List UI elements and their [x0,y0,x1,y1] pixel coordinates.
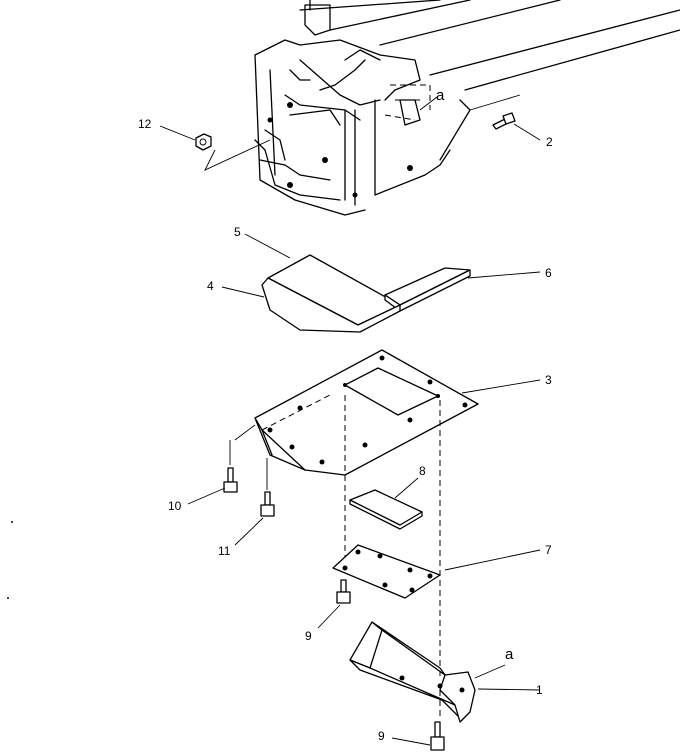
bolt-9-lower [430,721,445,751]
label-a-top: a [436,87,445,104]
part-7-plate [332,544,441,599]
part-3-floor-plate [254,349,479,476]
bolt-11 [260,458,275,517]
callout-3: 3 [545,373,552,387]
callout-9-lower: 9 [378,729,385,743]
part-1-bracket [349,621,476,723]
callout-11: 11 [218,544,231,558]
callout-7: 7 [545,543,552,557]
callout-8: 8 [419,464,426,478]
callout-5: 5 [234,225,241,239]
callout-12: 12 [138,117,152,131]
part-6-mat [384,267,471,312]
bolt-10 [223,424,256,493]
part-8-pad [349,489,423,530]
callout-2: 2 [546,135,553,149]
callout-6: 6 [545,266,552,280]
callout-10: 10 [168,499,182,513]
callout-4: 4 [207,279,214,293]
frame-assembly [204,0,680,216]
bolt-2 [492,112,541,141]
callout-9-upper: 9 [305,629,312,643]
bolt-9-upper [336,579,351,604]
part-4-mat [261,277,401,333]
nut-12 [159,125,212,151]
label-a-bottom: a [505,646,514,663]
callout-1: 1 [536,683,543,697]
